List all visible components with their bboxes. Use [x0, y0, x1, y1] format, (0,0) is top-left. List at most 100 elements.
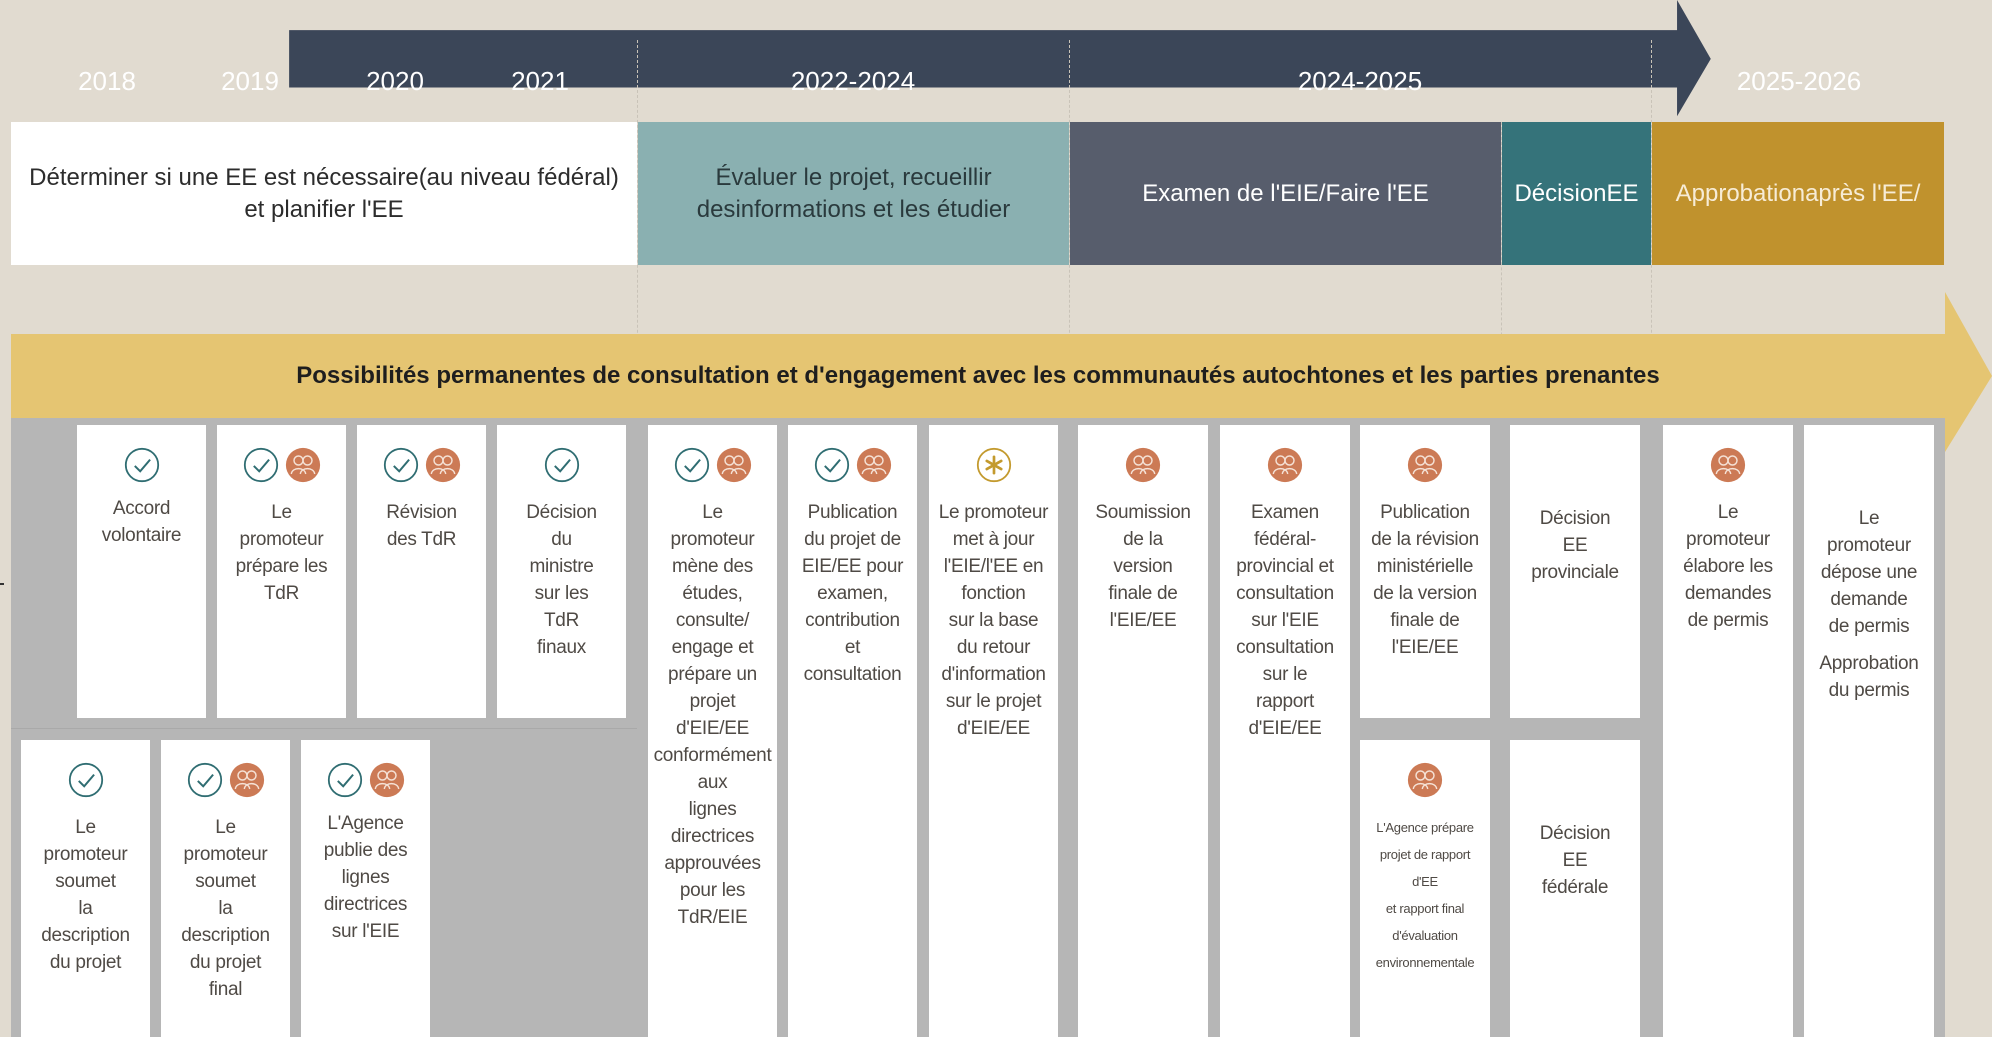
card-line: TdR: [264, 583, 299, 604]
card-line: promoteur: [1827, 535, 1911, 556]
check-icon: [243, 447, 279, 483]
card-line: du projet: [49, 952, 122, 973]
card-line: et rapport final: [1385, 901, 1465, 916]
card-line: soumet: [55, 871, 116, 892]
card-line: dépose une: [1820, 562, 1918, 583]
card-line: Le: [75, 817, 96, 838]
card-line: fédéral-: [1253, 529, 1317, 550]
card-line: d'EIE/EE: [675, 718, 750, 739]
card-line: Accord: [112, 498, 171, 519]
people-icon: [1407, 447, 1443, 483]
card-line: promoteur: [43, 844, 128, 865]
card-line: L'Agence: [327, 813, 404, 834]
card-line: fonction: [961, 583, 1026, 604]
card-line: lignes: [341, 867, 390, 888]
card-line: mène des: [671, 556, 754, 577]
phase-line: Évaluer le projet, recueillir des: [696, 163, 992, 223]
year-2021: 2021: [511, 66, 569, 96]
card-line: fédérale: [1541, 877, 1609, 898]
check-icon: [187, 762, 223, 798]
card-line: TdR: [544, 610, 579, 631]
card-line: lignes: [688, 799, 737, 820]
card-line: consulte/: [675, 610, 750, 631]
card-line: promoteur: [1686, 529, 1770, 550]
card-line: Examen: [1251, 502, 1319, 523]
card-line: version: [1113, 556, 1173, 577]
card-line: la: [218, 898, 233, 919]
card-line: description: [181, 925, 270, 946]
card-line: sur l'EIE: [1251, 610, 1319, 631]
card-line: conformément: [653, 745, 772, 766]
card-line: élabore les: [1683, 556, 1773, 577]
card-line: Décision: [526, 502, 597, 523]
card-area-row-divider: [11, 728, 637, 729]
phase-line: Décision: [1514, 179, 1607, 207]
check-icon: [68, 762, 104, 798]
card-line: rapport: [1255, 691, 1315, 712]
card-line: de permis: [1828, 616, 1910, 637]
card-line: approuvées: [664, 853, 761, 874]
phase-line: Examen de l'EIE/Faire l'EE: [1142, 179, 1429, 207]
card-line: études,: [682, 583, 743, 604]
card-line: consultation: [1236, 583, 1334, 604]
check-icon: [674, 447, 710, 483]
card-line: finale de: [1108, 583, 1178, 604]
card-line: du: [551, 529, 572, 550]
card-line: Soumission: [1095, 502, 1191, 523]
card-line: l'EIE/EE: [1109, 610, 1177, 631]
card-line: Le: [1858, 508, 1880, 529]
card-line: Publication: [807, 502, 898, 523]
card-line: d'évaluation: [1392, 928, 1458, 943]
check-icon: [544, 447, 580, 483]
card-line: de la: [1123, 529, 1163, 550]
card-line: Le: [702, 502, 723, 523]
phase-line: Déterminer si une EE est nécessaire: [29, 163, 419, 191]
check-icon: [814, 447, 850, 483]
card-line: publie des: [323, 840, 408, 861]
card-line: prépare les: [235, 556, 328, 577]
people-icon: [369, 762, 405, 798]
card-line: environnementale: [1375, 955, 1475, 970]
card-line: de la version: [1373, 583, 1477, 604]
card-line: du permis: [1828, 680, 1910, 701]
card-line: d'EIE/EE: [956, 718, 1031, 739]
check-icon: [124, 447, 160, 483]
card-line: soumet: [195, 871, 256, 892]
card-line: consultation: [803, 664, 902, 685]
card-line: L'Agence prépare: [1376, 820, 1474, 835]
card-line: consultation: [1236, 637, 1334, 658]
consultation-band-arrow-shape: [11, 292, 1992, 452]
card-line: de la révision: [1371, 529, 1479, 550]
card-line: d'information: [941, 664, 1046, 685]
card-line: demande: [1830, 589, 1908, 610]
people-icon: [716, 447, 752, 483]
card-line: promoteur: [670, 529, 755, 550]
card-line: final: [208, 979, 243, 1000]
card-line: sur la base: [948, 610, 1039, 631]
check-icon: [383, 447, 419, 483]
card-line: EE: [1562, 535, 1588, 556]
card-line: demandes: [1684, 583, 1772, 604]
card-line: EIE/EE pour: [801, 556, 904, 577]
year-2019: 2019: [221, 66, 279, 96]
people-icon: [1125, 447, 1161, 483]
card-line: examen,: [817, 583, 888, 604]
phase-line: Approbation: [1675, 179, 1806, 207]
card-line: du retour: [956, 637, 1031, 658]
card-line: directrices: [323, 894, 408, 915]
card-line: directrices: [670, 826, 755, 847]
card-line: Décision: [1539, 823, 1611, 844]
phase-line: EE: [1606, 179, 1639, 207]
card-line: contribution: [805, 610, 900, 631]
card-line: et: [844, 637, 861, 658]
